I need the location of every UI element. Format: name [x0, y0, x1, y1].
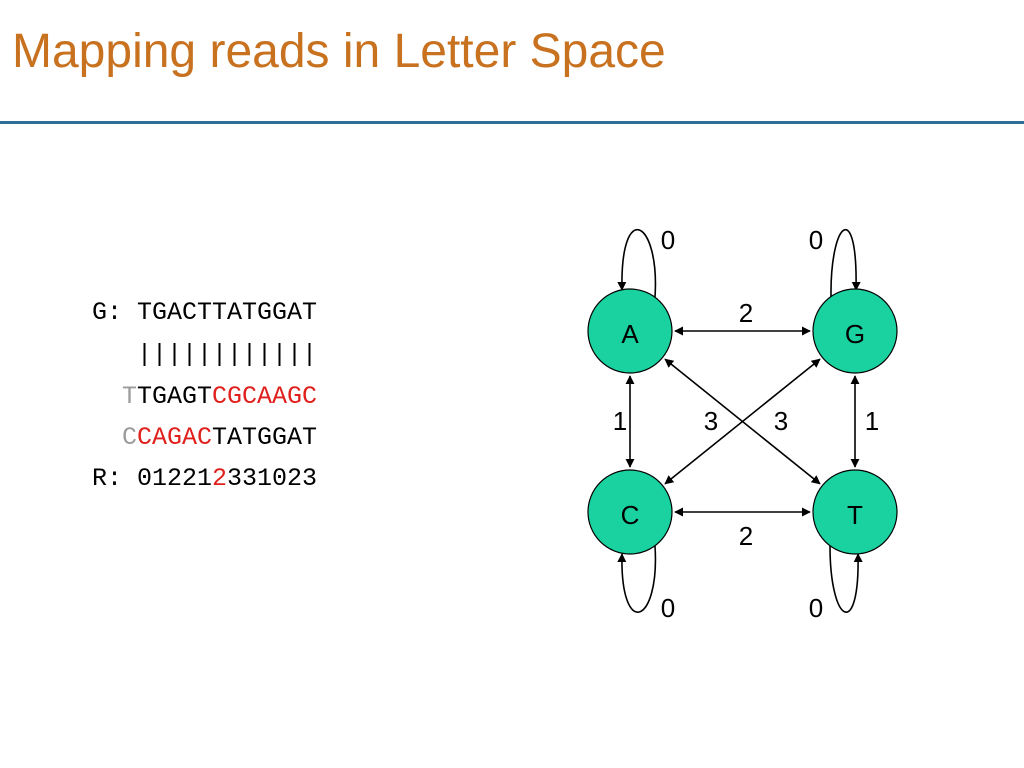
edge-label-g-t: 1 — [865, 406, 879, 436]
title-divider — [0, 121, 1024, 124]
node-label-a: A — [621, 319, 639, 349]
self-loop-c — [617, 545, 657, 613]
page-title: Mapping reads in Letter Space — [12, 25, 666, 78]
sequence-segment: C — [122, 423, 138, 452]
edge-g-c — [664, 358, 821, 485]
edge-label-g-c: 3 — [774, 406, 788, 436]
node-c: C — [587, 469, 673, 555]
color-read-line: R: 012212331023 — [92, 466, 317, 491]
sequence-segment: R: 01221 — [92, 464, 213, 493]
edge-label-c-t: 2 — [739, 521, 753, 551]
self-loop-label-g: 0 — [809, 225, 823, 255]
read-line-t: TTGAGTCGCAAGC — [92, 384, 317, 409]
sequence-segment: |||||||||||| — [92, 340, 318, 369]
sequence-segment: TATGGAT — [212, 423, 318, 452]
read-line-c: CCAGACTATGGAT — [92, 425, 317, 450]
edge-label-a-t: 3 — [704, 406, 718, 436]
sequence-segment: CGCAAGC — [212, 382, 318, 411]
edge-label-a-g: 2 — [739, 298, 753, 328]
node-g: G — [812, 288, 898, 374]
sequence-segment: 331023 — [227, 464, 318, 493]
node-circle-t — [812, 469, 898, 555]
edge-label-a-c: 1 — [613, 406, 627, 436]
match-bars-line: |||||||||||| — [92, 342, 317, 367]
self-loop-label-a: 0 — [661, 225, 675, 255]
node-label-g: G — [845, 319, 865, 349]
node-circle-g — [812, 288, 898, 374]
self-loop-t — [829, 545, 863, 613]
sequence-segment: CAGAC — [137, 423, 213, 452]
node-a: A — [587, 288, 673, 374]
self-loop-g — [830, 228, 861, 298]
node-t: T — [812, 469, 898, 555]
node-circle-a — [587, 288, 673, 374]
sequence-segment: G: TGACTTATGGAT — [92, 298, 318, 327]
sequence-segment: TGAGT — [137, 382, 213, 411]
node-circle-c — [587, 469, 673, 555]
node-label-t: T — [847, 500, 863, 530]
self-loop-label-c: 0 — [661, 593, 675, 623]
self-loop-label-t: 0 — [809, 593, 823, 623]
sequence-segment: 2 — [212, 464, 228, 493]
self-loop-a — [617, 228, 657, 298]
sequence-segment: T — [122, 382, 138, 411]
genome-line: G: TGACTTATGGAT — [92, 300, 317, 325]
node-label-c: C — [621, 500, 640, 530]
